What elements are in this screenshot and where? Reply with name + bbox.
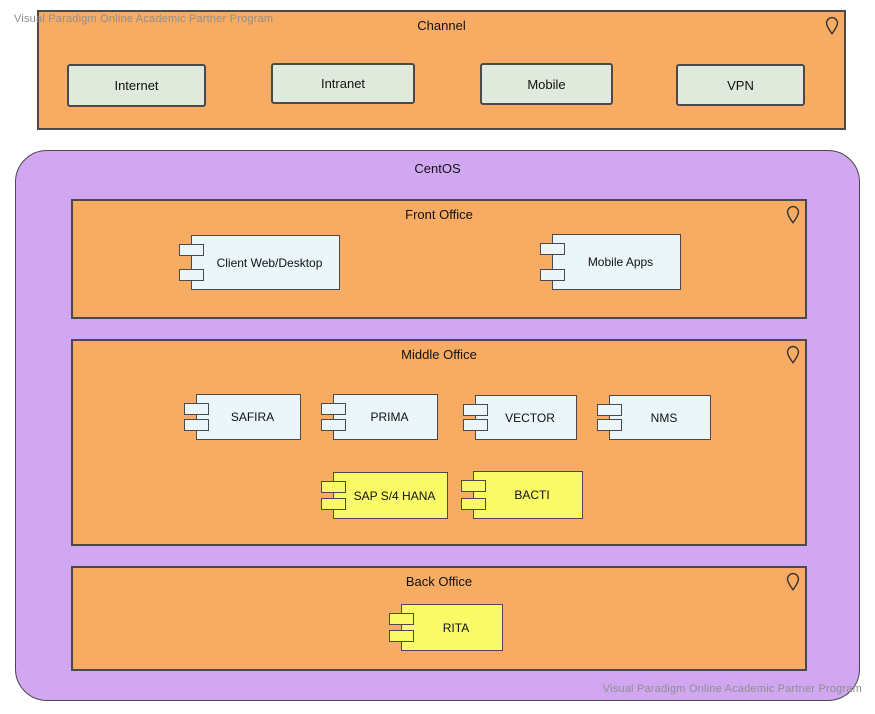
component-safira[interactable]: SAFIRA xyxy=(184,394,301,440)
component-label: SAFIRA xyxy=(230,410,275,424)
component-label: PRIMA xyxy=(370,410,409,424)
component-label: Mobile Apps xyxy=(587,255,654,269)
component-sap-s4-hana[interactable]: SAP S/4 HANA xyxy=(321,472,448,519)
component-tab xyxy=(321,403,346,415)
location-pin-icon xyxy=(825,16,839,35)
component-bacti[interactable]: BACTI xyxy=(461,471,583,519)
back-office-title: Back Office xyxy=(405,574,473,589)
node-intranet[interactable]: Intranet xyxy=(271,63,415,104)
node-label: VPN xyxy=(727,77,754,93)
component-tab xyxy=(179,269,204,281)
component-tab xyxy=(461,498,486,510)
component-tab xyxy=(184,403,209,415)
middle-office-region[interactable]: Middle Office SAFIRA PRIMA VECTOR NMS xyxy=(71,339,807,546)
component-mobile-apps[interactable]: Mobile Apps xyxy=(540,234,681,290)
node-label: Intranet xyxy=(320,76,366,91)
component-tab xyxy=(461,480,486,492)
channel-title: Channel xyxy=(417,18,466,33)
node-internet[interactable]: Internet xyxy=(67,64,206,107)
component-label: Client Web/Desktop xyxy=(216,255,323,270)
component-label: NMS xyxy=(650,410,678,425)
component-tab xyxy=(597,404,622,416)
component-nms[interactable]: NMS xyxy=(597,395,711,440)
front-office-region[interactable]: Front Office Client Web/Desktop Mobile A… xyxy=(71,199,807,319)
channel-region[interactable]: Channel Internet Intranet Mobile VPN xyxy=(37,10,846,130)
component-tab xyxy=(321,498,346,510)
centos-title: CentOS xyxy=(414,161,461,176)
component-tab xyxy=(179,244,204,256)
component-tab xyxy=(597,419,622,431)
component-label: RITA xyxy=(442,620,470,635)
component-vector[interactable]: VECTOR xyxy=(463,395,577,440)
front-office-title: Front Office xyxy=(405,207,473,222)
component-tab xyxy=(540,243,565,255)
component-rita[interactable]: RITA xyxy=(389,604,503,651)
location-pin-icon xyxy=(786,572,800,591)
component-label: SAP S/4 HANA xyxy=(353,488,436,503)
centos-container[interactable]: CentOS Front Office Client Web/Desktop M… xyxy=(15,150,860,701)
middle-office-title: Middle Office xyxy=(401,347,477,362)
component-label: BACTI xyxy=(514,488,550,502)
component-tab xyxy=(321,481,346,493)
component-tab xyxy=(389,630,414,642)
component-tab xyxy=(321,419,346,431)
component-label: VECTOR xyxy=(505,410,555,425)
component-tab xyxy=(389,613,414,625)
node-label: Mobile xyxy=(527,76,566,92)
node-vpn[interactable]: VPN xyxy=(676,64,805,106)
watermark-bottom: Visual Paradigm Online Academic Partner … xyxy=(602,683,862,695)
location-pin-icon xyxy=(786,205,800,224)
node-label: Internet xyxy=(114,78,159,93)
back-office-region[interactable]: Back Office RITA xyxy=(71,566,807,671)
component-prima[interactable]: PRIMA xyxy=(321,394,438,440)
watermark-top: Visual Paradigm Online Academic Partner … xyxy=(14,13,274,25)
component-client-web-desktop[interactable]: Client Web/Desktop xyxy=(179,235,340,290)
location-pin-icon xyxy=(786,345,800,364)
node-mobile[interactable]: Mobile xyxy=(480,63,613,105)
component-tab xyxy=(184,419,209,431)
component-tab xyxy=(540,269,565,281)
component-tab xyxy=(463,419,488,431)
component-tab xyxy=(463,404,488,416)
